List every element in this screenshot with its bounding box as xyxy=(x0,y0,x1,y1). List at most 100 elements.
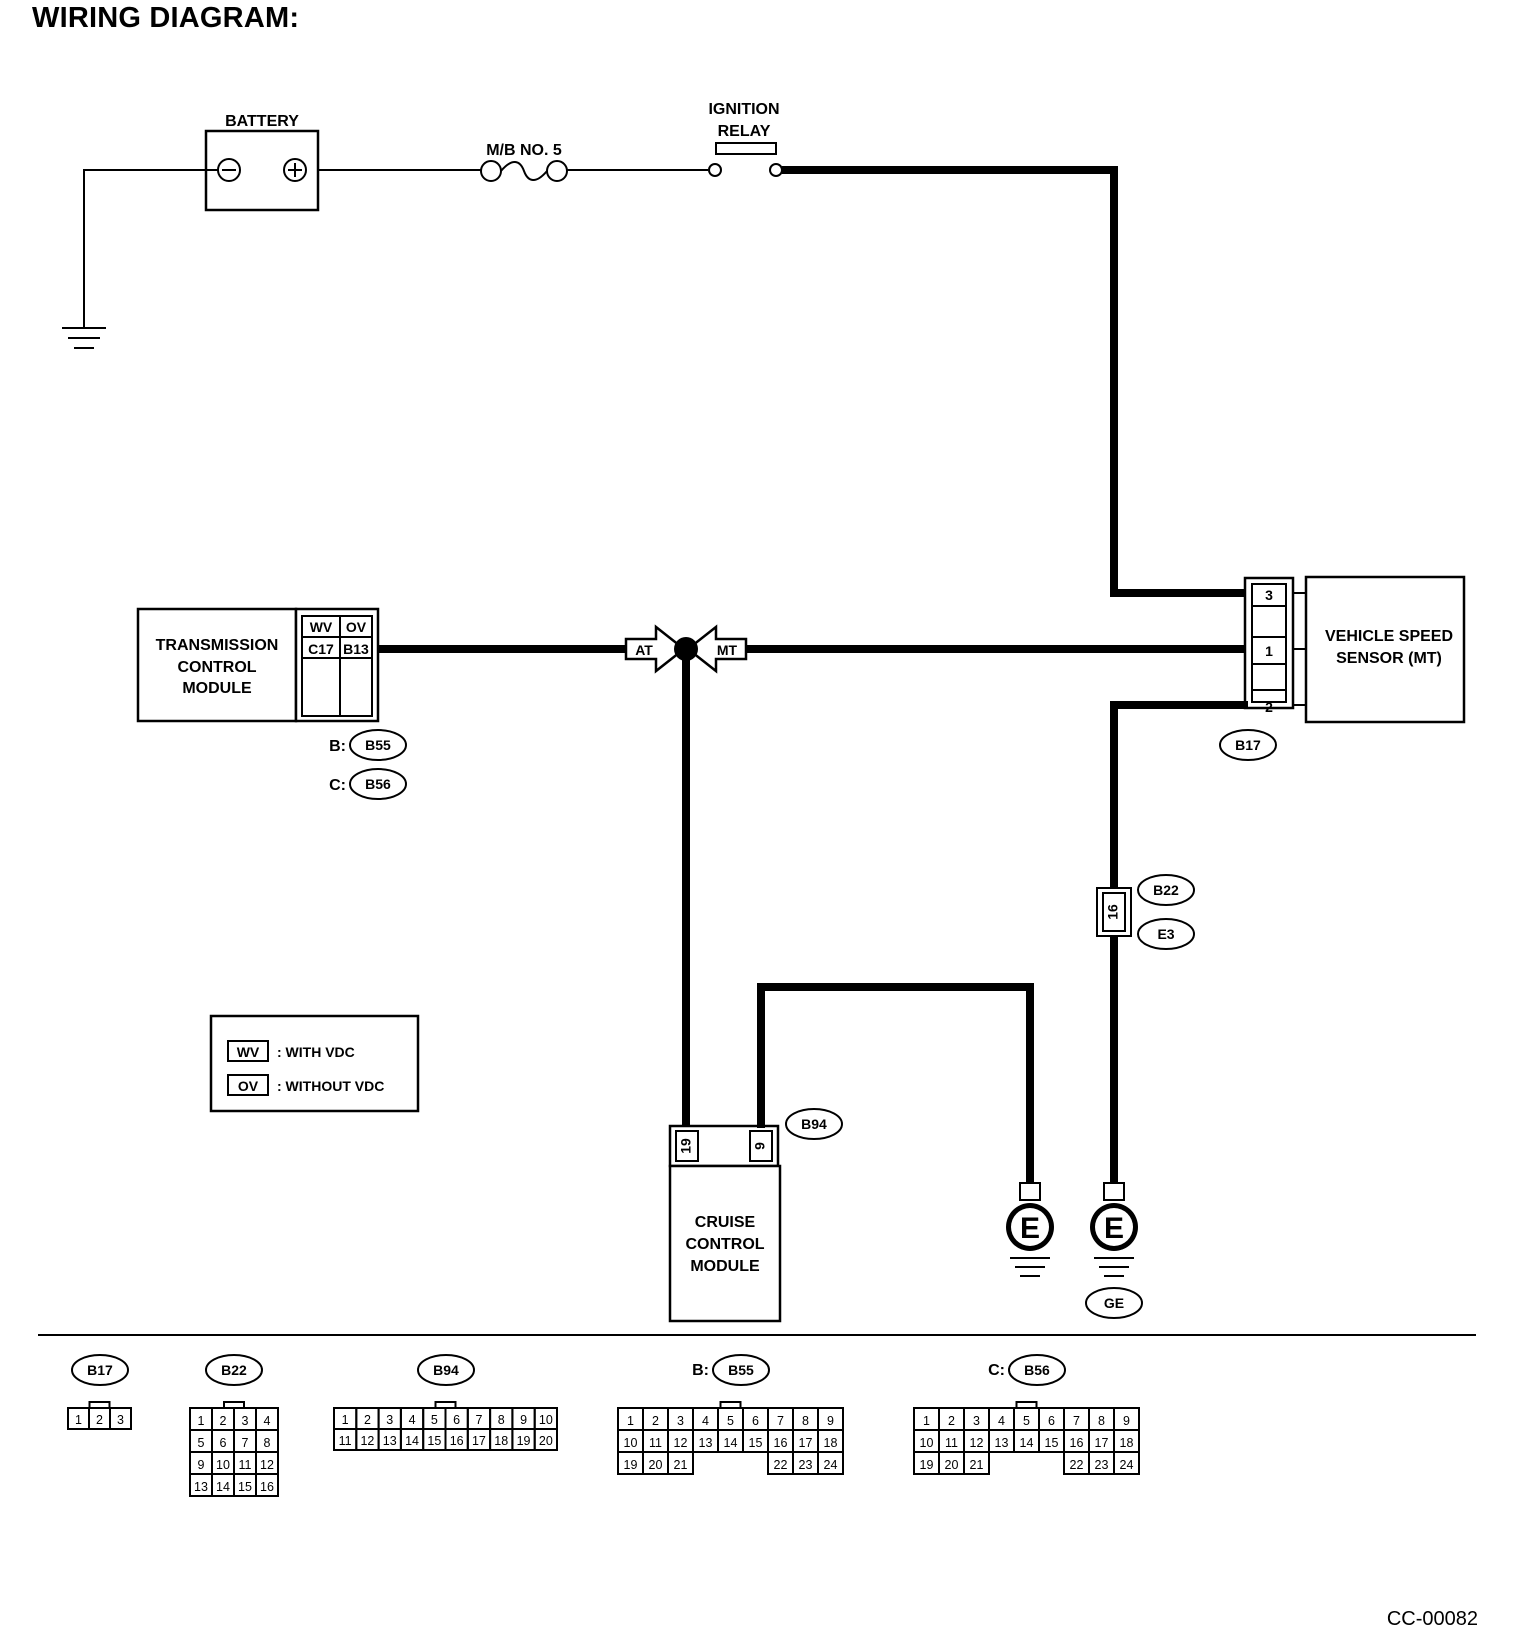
pin-number: 10 xyxy=(539,1413,553,1427)
wire-relay-vss xyxy=(782,166,1248,597)
pin-number: 19 xyxy=(624,1458,638,1472)
ground-e-icon: E xyxy=(1006,1182,1054,1277)
ignition-relay: IGNITION RELAY xyxy=(708,101,783,177)
pin-number: 4 xyxy=(409,1413,416,1427)
pin-number: 4 xyxy=(702,1414,709,1428)
connector-view-tag: B17 xyxy=(87,1362,113,1378)
pin-number: 7 xyxy=(475,1413,482,1427)
pin-number: 5 xyxy=(431,1413,438,1427)
pin-number: 9 xyxy=(827,1414,834,1428)
battery-positive-terminal xyxy=(283,158,307,182)
pin-number: 9 xyxy=(520,1413,527,1427)
legend-code-ov: OV xyxy=(238,1078,259,1094)
branch-label-mt: MT xyxy=(717,642,738,658)
pin-number: 11 xyxy=(945,1436,958,1450)
pin-number: 1 xyxy=(342,1413,349,1427)
pin-number: 15 xyxy=(427,1434,441,1448)
cruise-control-module: 19 9 B94 CRUISE CONTROL MODULE xyxy=(668,1108,843,1323)
pin-number: 6 xyxy=(1048,1414,1055,1428)
pin-number: 1 xyxy=(198,1414,205,1428)
legend-code-wv: WV xyxy=(237,1044,260,1060)
connector-tag-b94: B94 xyxy=(801,1116,827,1132)
pin-number: 3 xyxy=(973,1414,980,1428)
branch-label-at: AT xyxy=(635,642,653,658)
chassis-ground-icon xyxy=(62,327,106,349)
fuse-icon xyxy=(500,161,548,181)
pin-number: 18 xyxy=(1120,1436,1134,1450)
pin-number: 8 xyxy=(498,1413,505,1427)
pin-number: 10 xyxy=(216,1458,230,1472)
pin-number: 5 xyxy=(1023,1414,1030,1428)
ground-tag-ge: GE xyxy=(1104,1295,1124,1311)
tcm-connector-prefix-c: C: xyxy=(329,777,346,794)
connector-tag-b55: B55 xyxy=(365,737,391,753)
vss-pin-2: 2 xyxy=(1265,699,1273,715)
connector-view-prefix: C: xyxy=(988,1362,1005,1379)
ground-e-label-2: E xyxy=(1104,1212,1124,1245)
pin-number: 20 xyxy=(945,1458,959,1472)
vss-pin-3: 3 xyxy=(1265,587,1273,603)
pin-number: 18 xyxy=(824,1436,838,1450)
pin-number: 12 xyxy=(674,1436,688,1450)
pin-number: 12 xyxy=(260,1458,274,1472)
pin-number: 15 xyxy=(1045,1436,1059,1450)
pin-cell xyxy=(109,1407,132,1430)
pin-number: 23 xyxy=(1095,1458,1109,1472)
pin-number: 20 xyxy=(649,1458,663,1472)
battery: BATTERY xyxy=(204,113,320,212)
ground-wire xyxy=(83,169,218,328)
tcm-header-ov: OV xyxy=(346,619,367,635)
pin-number: 14 xyxy=(1020,1436,1034,1450)
pin-number: 16 xyxy=(774,1436,788,1450)
pin-number: 1 xyxy=(75,1413,82,1427)
ccm-label-2: CONTROL xyxy=(685,1236,764,1253)
pin-number: 8 xyxy=(802,1414,809,1428)
pin-number: 7 xyxy=(242,1436,249,1450)
pin-number: 17 xyxy=(799,1436,813,1450)
pin-number: 12 xyxy=(360,1434,374,1448)
connector-view-tag: B22 xyxy=(221,1362,247,1378)
ground-ge-icon: E GE xyxy=(1085,1182,1143,1319)
pin-number: 15 xyxy=(749,1436,763,1450)
ccm-box xyxy=(668,1164,782,1323)
pin-number: 7 xyxy=(1073,1414,1080,1428)
pin-number: 3 xyxy=(117,1413,124,1427)
ccm-pin-19: 19 xyxy=(678,1138,694,1154)
pin-number: 21 xyxy=(674,1458,688,1472)
pin-number: 7 xyxy=(777,1414,784,1428)
ground-e-label-1: E xyxy=(1020,1212,1040,1245)
ccm-connector xyxy=(668,1124,780,1168)
pin-number: 19 xyxy=(920,1458,934,1472)
pin-number: 3 xyxy=(386,1413,393,1427)
connector-view-tag: B56 xyxy=(1024,1362,1050,1378)
pin-number: 24 xyxy=(1120,1458,1134,1472)
pin-number: 16 xyxy=(1070,1436,1084,1450)
pin-number: 19 xyxy=(517,1434,531,1448)
connector-view-tag: B55 xyxy=(728,1362,754,1378)
pin-number: 2 xyxy=(948,1414,955,1428)
pin-number: 2 xyxy=(96,1413,103,1427)
page-title: WIRING DIAGRAM: xyxy=(32,2,300,34)
pin-number: 2 xyxy=(652,1414,659,1428)
pin-number: 4 xyxy=(264,1414,271,1428)
ccm-label-1: CRUISE xyxy=(695,1214,756,1231)
pin-number: 1 xyxy=(627,1414,634,1428)
pin-number: 11 xyxy=(649,1436,662,1450)
at-branch-arrow: AT xyxy=(624,624,687,674)
pin-number: 14 xyxy=(405,1434,419,1448)
pin-number: 5 xyxy=(198,1436,205,1450)
pin-number: 6 xyxy=(220,1436,227,1450)
pin-number: 2 xyxy=(220,1414,227,1428)
pin-number: 11 xyxy=(339,1434,352,1448)
tcm-label-3: MODULE xyxy=(182,680,252,697)
vss-pin-1: 1 xyxy=(1265,643,1273,659)
pin-cell xyxy=(1113,1451,1140,1475)
pin-number: 15 xyxy=(238,1480,252,1494)
connector-view-prefix: B: xyxy=(692,1362,709,1379)
pin-cell xyxy=(817,1451,844,1475)
pin-number: 17 xyxy=(472,1434,486,1448)
transmission-control-module: TRANSMISSION CONTROL MODULE WV OV C17 B1… xyxy=(136,607,380,723)
